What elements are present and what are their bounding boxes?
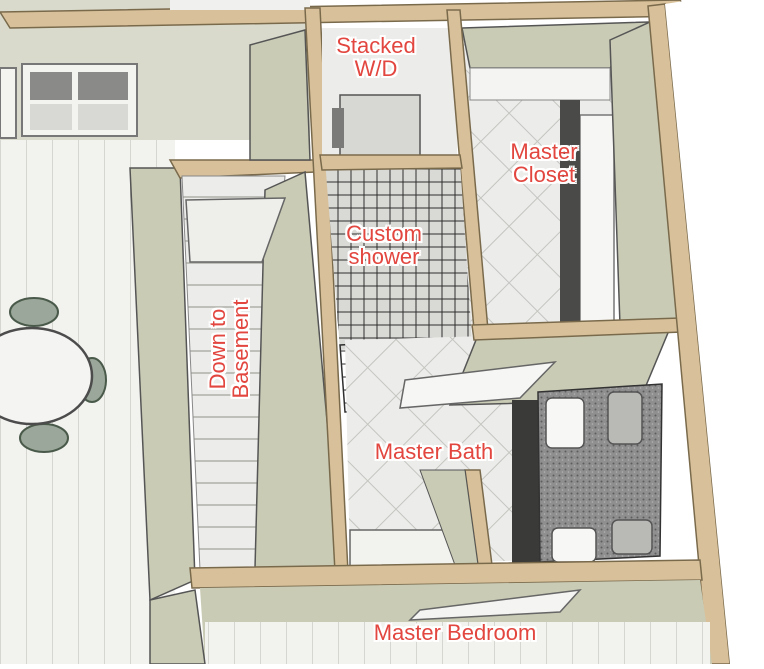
window-left [0,67,17,139]
laundry-room [322,28,457,158]
label-down-to-basement: Down to Basement [205,299,253,399]
master-bedroom [200,580,712,664]
dining-table [0,297,107,453]
vanity [512,383,663,565]
label-stacked-wd: Stacked W/D [336,33,416,81]
custom-shower [325,160,474,413]
label-master-bedroom: Master Bedroom [373,620,537,645]
bath-door [399,361,558,409]
master-closet [461,20,681,328]
label-master-bath: Master Bath [374,439,494,464]
window-right [21,63,138,137]
label-master-closet: Master Closet [510,139,578,187]
basement-door [185,197,287,263]
label-custom-shower: Custom shower [346,221,422,269]
